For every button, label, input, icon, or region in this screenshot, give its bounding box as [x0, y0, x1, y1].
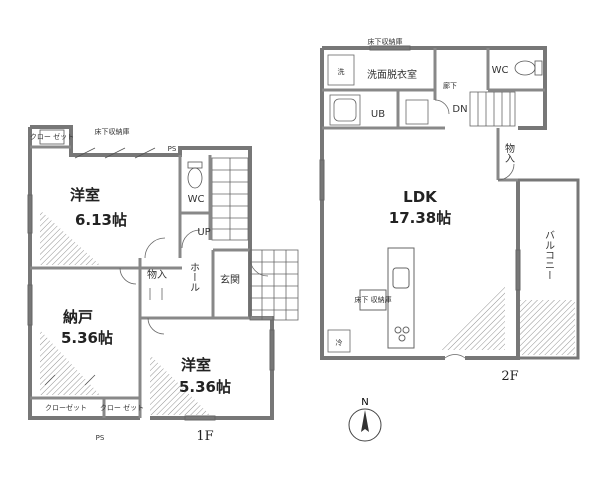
ps-label-2: PS	[96, 434, 105, 442]
underfloor-label-1f: 床下収納庫	[95, 127, 130, 136]
closet3-label: クロー ゼット	[100, 403, 144, 412]
room-storage-size: 5.36帖	[61, 329, 113, 347]
storage-1f: 物入	[147, 268, 167, 281]
floor-2: LDK 17.38帖 洗面脱衣室 洗 UB 廊下 DN WC 物入 バルコニー …	[319, 37, 580, 384]
closet2-label: クローゼット	[45, 403, 87, 412]
doors-1f	[119, 229, 269, 335]
compass: N	[348, 397, 382, 442]
ps-label-1: PS	[168, 145, 177, 153]
compass-circle	[348, 408, 382, 442]
washbasin	[327, 54, 429, 125]
fridge-label: 冷	[336, 338, 343, 347]
ub-label: UB	[371, 109, 385, 120]
room-storage-name: 納戸	[63, 308, 93, 326]
stairs-2f	[469, 91, 516, 127]
room-western2-name: 洋室	[181, 356, 211, 374]
dn-label: DN	[452, 104, 467, 115]
floor-2-interior-walls	[322, 48, 545, 182]
up-label: UP	[197, 227, 210, 238]
floor-1-label: 1F	[196, 429, 213, 444]
floor-storage-label: 床下 収納庫	[354, 295, 391, 304]
closet1-label: クロー ゼット	[30, 132, 74, 141]
floor-1: 洋室 6.13帖 納戸 5.36帖 洋室 5.36帖 WC UP ホール 玄関 …	[27, 125, 299, 444]
room-western1-name: 洋室	[70, 186, 100, 204]
storage-2f: 物入	[503, 142, 515, 163]
compass-label: N	[361, 397, 368, 408]
floor-hatching-1f	[40, 210, 210, 415]
entrance-steps	[249, 249, 299, 321]
wc-1f: WC	[188, 194, 205, 205]
hall-label: ホール	[188, 262, 200, 292]
room-ldk-size: 17.38帖	[389, 209, 451, 227]
wash-label: 洗	[338, 67, 345, 76]
windows-1f	[27, 194, 275, 421]
entrance-label: 玄関	[220, 273, 240, 286]
bathtub	[329, 94, 361, 126]
balcony	[518, 178, 580, 360]
wc-2f: WC	[492, 65, 509, 76]
underfloor-storage-1f	[39, 129, 65, 145]
toilet-2f	[514, 60, 543, 76]
compass-needle	[361, 410, 369, 432]
corridor-label: 廊下	[443, 81, 457, 90]
floor-2-label: 2F	[501, 369, 518, 384]
washroom-label: 洗面脱衣室	[367, 68, 417, 81]
windows-2f	[319, 45, 521, 291]
room-western2-size: 5.36帖	[179, 378, 231, 396]
floor-hatching-2f	[440, 285, 575, 355]
room-ldk-name: LDK	[403, 188, 438, 206]
underfloor-label-2f: 床下収納庫	[368, 37, 403, 46]
kitchen-counter	[359, 247, 415, 349]
closet-dashes-1f	[44, 147, 156, 386]
room-western1-size: 6.13帖	[75, 211, 127, 229]
toilet-1f	[187, 161, 203, 189]
fridge-box	[327, 329, 351, 353]
stairs-1f	[211, 157, 249, 241]
balcony-label: バルコニー	[543, 230, 555, 280]
doors-2f	[434, 99, 515, 359]
